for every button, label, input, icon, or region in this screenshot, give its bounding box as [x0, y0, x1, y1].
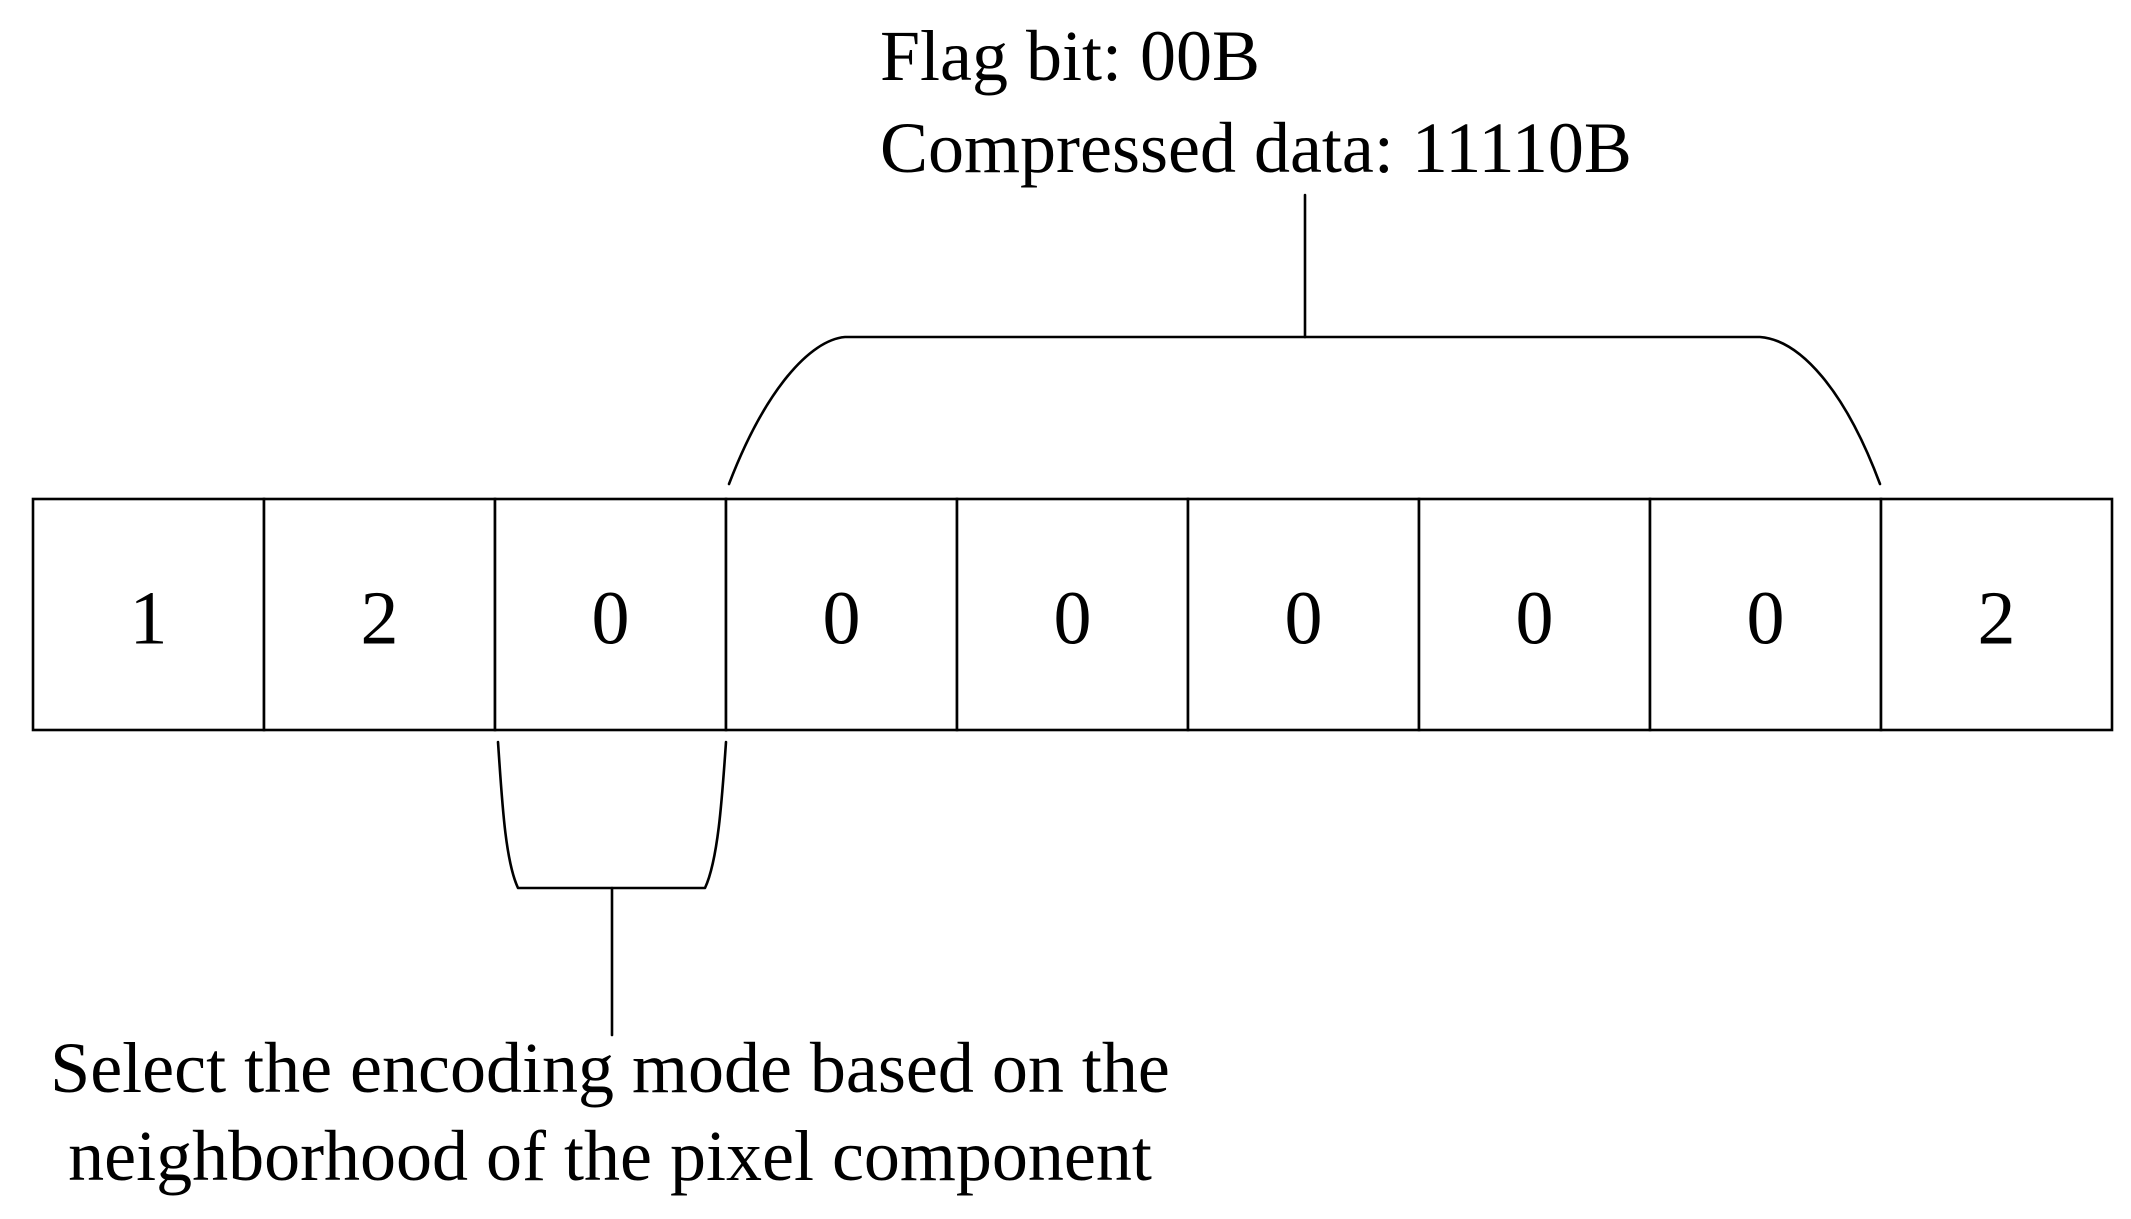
pixel-cell: 1	[31, 497, 266, 732]
pixel-cell: 0	[724, 497, 959, 732]
pixel-cell: 0	[1648, 497, 1883, 732]
pixel-cell-box	[1186, 497, 1421, 732]
pixel-cell-value: 2	[361, 577, 399, 661]
pixel-cell-value: 0	[823, 577, 861, 661]
bottom-bracket	[496, 740, 728, 890]
pixel-cell: 0	[1417, 497, 1652, 732]
pixel-cell-value: 0	[1516, 577, 1554, 661]
pixel-cell-value: 2	[1978, 577, 2016, 661]
pixel-component-row: 1 2 0 0 0 0 0 0 2	[31, 497, 2114, 732]
compressed-data-label: Compressed data: 11110B	[880, 108, 1632, 188]
pixel-cell: 2	[1879, 497, 2114, 732]
encoding-mode-label-line2: neighborhood of the pixel component	[68, 1116, 1152, 1196]
pixel-cell: 0	[1186, 497, 1421, 732]
encoding-mode-label-line1: Select the encoding mode based on the	[50, 1028, 1170, 1108]
pixel-cell-box	[31, 497, 266, 732]
pixel-cell: 2	[262, 497, 497, 732]
pixel-cell-value: 0	[592, 577, 630, 661]
pixel-cell: 0	[955, 497, 1190, 732]
pixel-cell-box	[1648, 497, 1883, 732]
pixel-cell-value: 0	[1285, 577, 1323, 661]
pixel-cell-box	[262, 497, 497, 732]
pixel-cell-value: 1	[130, 577, 168, 661]
flag-bit-label: Flag bit: 00B	[880, 16, 1260, 96]
pixel-cell-box	[493, 497, 728, 732]
pixel-cell-box	[1879, 497, 2114, 732]
pixel-cell-value: 0	[1054, 577, 1092, 661]
top-bracket	[727, 335, 1882, 486]
pixel-cell-value: 0	[1747, 577, 1785, 661]
pixel-cell: 0	[493, 497, 728, 732]
